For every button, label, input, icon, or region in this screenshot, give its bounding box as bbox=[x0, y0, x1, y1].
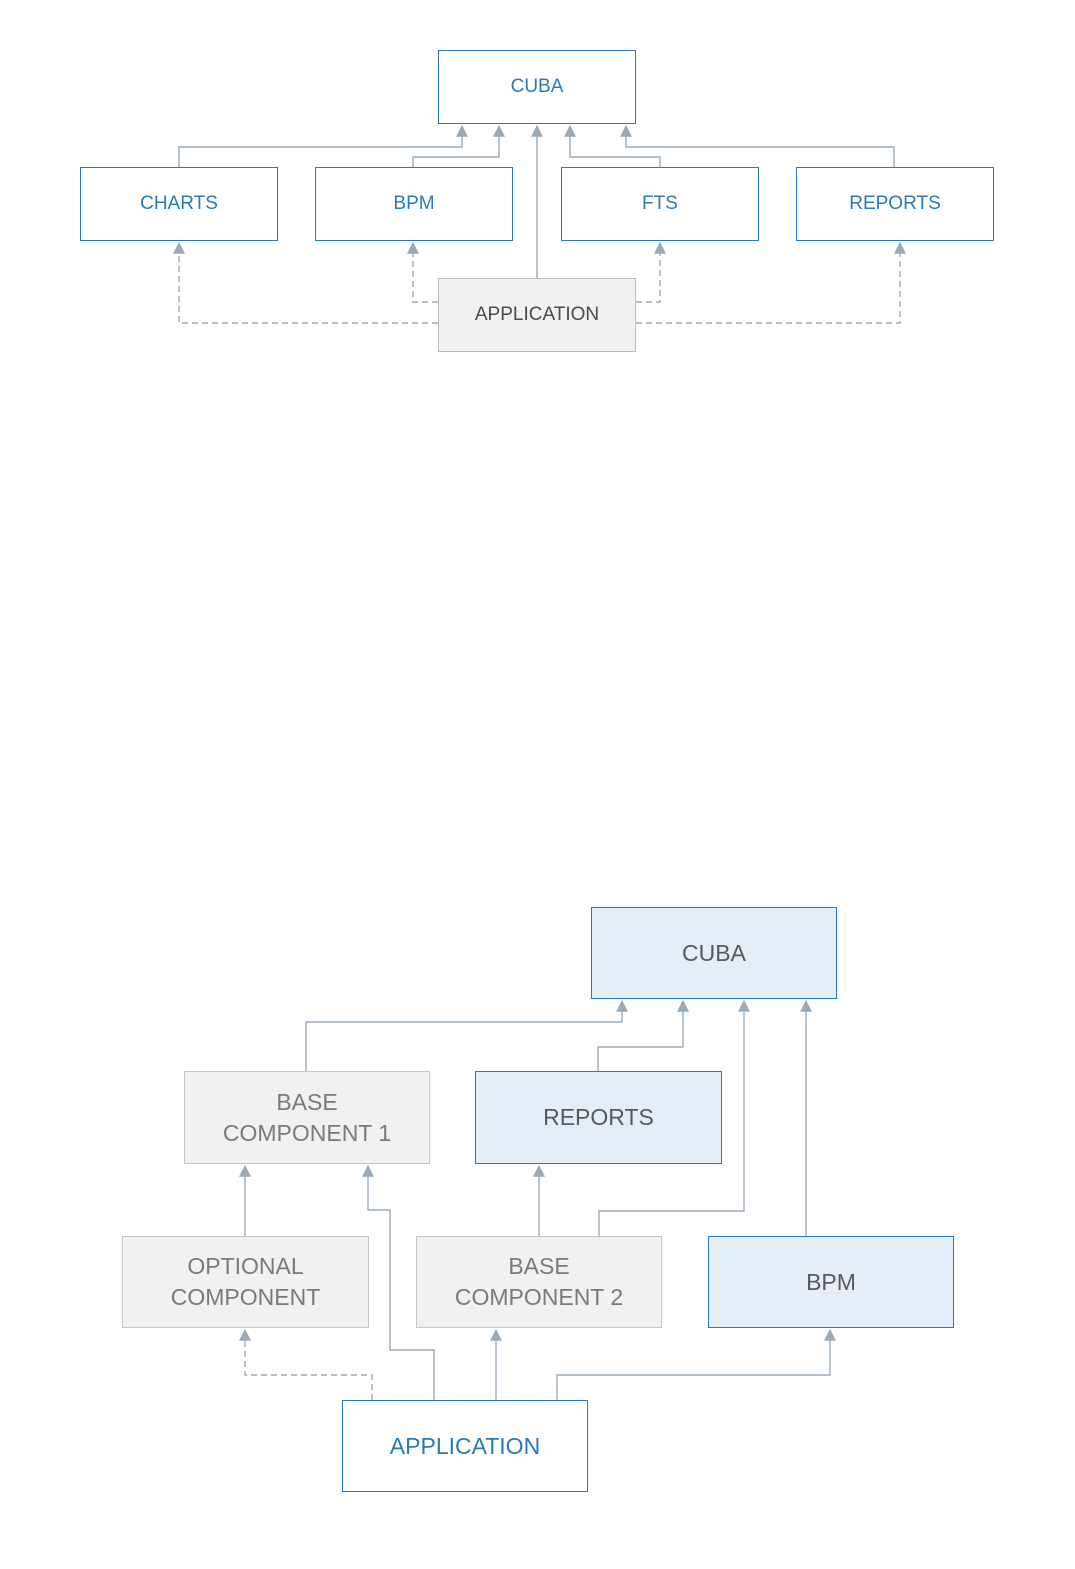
d1-fts-to-cuba-arrow bbox=[564, 124, 661, 167]
d1-bpm-box: BPM bbox=[315, 167, 513, 241]
d2-app-to-base1-arrow bbox=[362, 1164, 435, 1400]
d1-charts-to-cuba-arrow bbox=[178, 124, 468, 167]
d2-base2-to-cuba-arrow bbox=[598, 999, 750, 1236]
d2-base1-to-cuba-arrow bbox=[305, 999, 628, 1071]
d2-application-label: APPLICATION bbox=[389, 1432, 541, 1459]
d2-reports-label: REPORTS bbox=[543, 1104, 654, 1130]
d1-application-box: APPLICATION bbox=[438, 278, 636, 352]
d1-app-to-reports-arrow bbox=[636, 241, 906, 324]
d1-app-to-bpm-arrow bbox=[407, 241, 438, 303]
d1-application-label: APPLICATION bbox=[474, 304, 600, 325]
d2-base-component-1-label: BASE COMPONENT 1 bbox=[222, 1088, 392, 1146]
d1-fts-box: FTS bbox=[561, 167, 759, 241]
d2-cuba-box: CUBA bbox=[591, 907, 837, 999]
d1-bpm-to-cuba-arrow bbox=[412, 124, 505, 167]
diagram1-connectors bbox=[173, 124, 906, 324]
d2-optional-component-label: OPTIONAL COMPONENT bbox=[170, 1253, 321, 1310]
diagram2-connectors bbox=[239, 999, 836, 1400]
d1-charts-box: CHARTS bbox=[80, 167, 278, 241]
d1-bpm-label: BPM bbox=[393, 193, 435, 214]
d2-optional-component-box: OPTIONAL COMPONENT bbox=[122, 1236, 369, 1328]
d1-charts-label: CHARTS bbox=[140, 193, 218, 214]
d2-app-to-optional-arrow bbox=[239, 1328, 373, 1400]
d1-app-to-fts-arrow bbox=[636, 241, 666, 303]
d1-reports-box: REPORTS bbox=[796, 167, 994, 241]
d2-reports-to-cuba-arrow bbox=[597, 999, 689, 1071]
d2-base-component-2-box: BASE COMPONENT 2 bbox=[416, 1236, 662, 1328]
d2-bpm-box: BPM bbox=[708, 1236, 954, 1328]
d2-cuba-label: CUBA bbox=[682, 939, 746, 966]
d1-reports-to-cuba-arrow bbox=[620, 124, 895, 167]
d2-reports-box: REPORTS bbox=[475, 1071, 722, 1164]
d1-app-to-charts-arrow bbox=[173, 241, 438, 324]
d2-base-component-2-label: BASE COMPONENT 2 bbox=[454, 1253, 624, 1310]
d1-fts-label: FTS bbox=[642, 193, 678, 214]
d1-cuba-box: CUBA bbox=[438, 50, 636, 124]
d2-app-to-bpm-arrow bbox=[556, 1328, 836, 1400]
d2-bpm-label: BPM bbox=[806, 1268, 856, 1295]
d1-cuba-label: CUBA bbox=[510, 76, 564, 97]
d1-reports-label: REPORTS bbox=[849, 193, 941, 214]
d2-application-box: APPLICATION bbox=[342, 1400, 588, 1492]
d2-base-component-1-box: BASE COMPONENT 1 bbox=[184, 1071, 430, 1164]
